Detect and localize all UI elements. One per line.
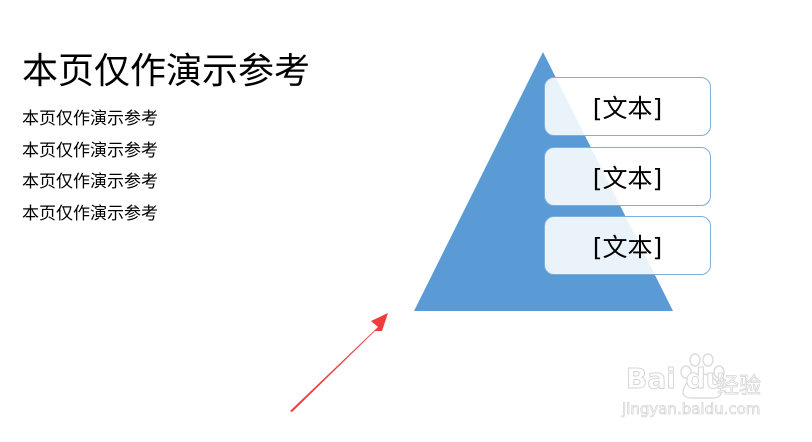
- text-line: 本页仅作演示参考: [22, 203, 158, 224]
- text-line: 本页仅作演示参考: [22, 109, 158, 129]
- watermark-brand: Bai du: [626, 362, 727, 396]
- watermark-url: jingyan.baidu.com: [622, 400, 761, 419]
- pyramid-text-box-2[interactable]: [文本]: [544, 147, 711, 206]
- baidu-paw-icon: [680, 353, 725, 399]
- box-label: [文本]: [592, 93, 663, 123]
- text-lines: 本页仅作演示参考 本页仅作演示参考 本页仅作演示参考 本页仅作演示参考: [22, 104, 158, 230]
- text-line: 本页仅作演示参考: [22, 140, 158, 161]
- box-label: [文本]: [592, 163, 663, 193]
- red-arrow-icon: [290, 313, 388, 412]
- text-line: 本页仅作演示参考: [22, 172, 158, 192]
- slide-title: 本页仅作演示参考: [22, 51, 311, 92]
- pyramid-text-box-1[interactable]: [文本]: [544, 77, 711, 136]
- watermark-brand-cn: 经验: [717, 374, 762, 400]
- box-label: [文本]: [592, 232, 663, 262]
- pyramid-text-box-3[interactable]: [文本]: [544, 216, 711, 275]
